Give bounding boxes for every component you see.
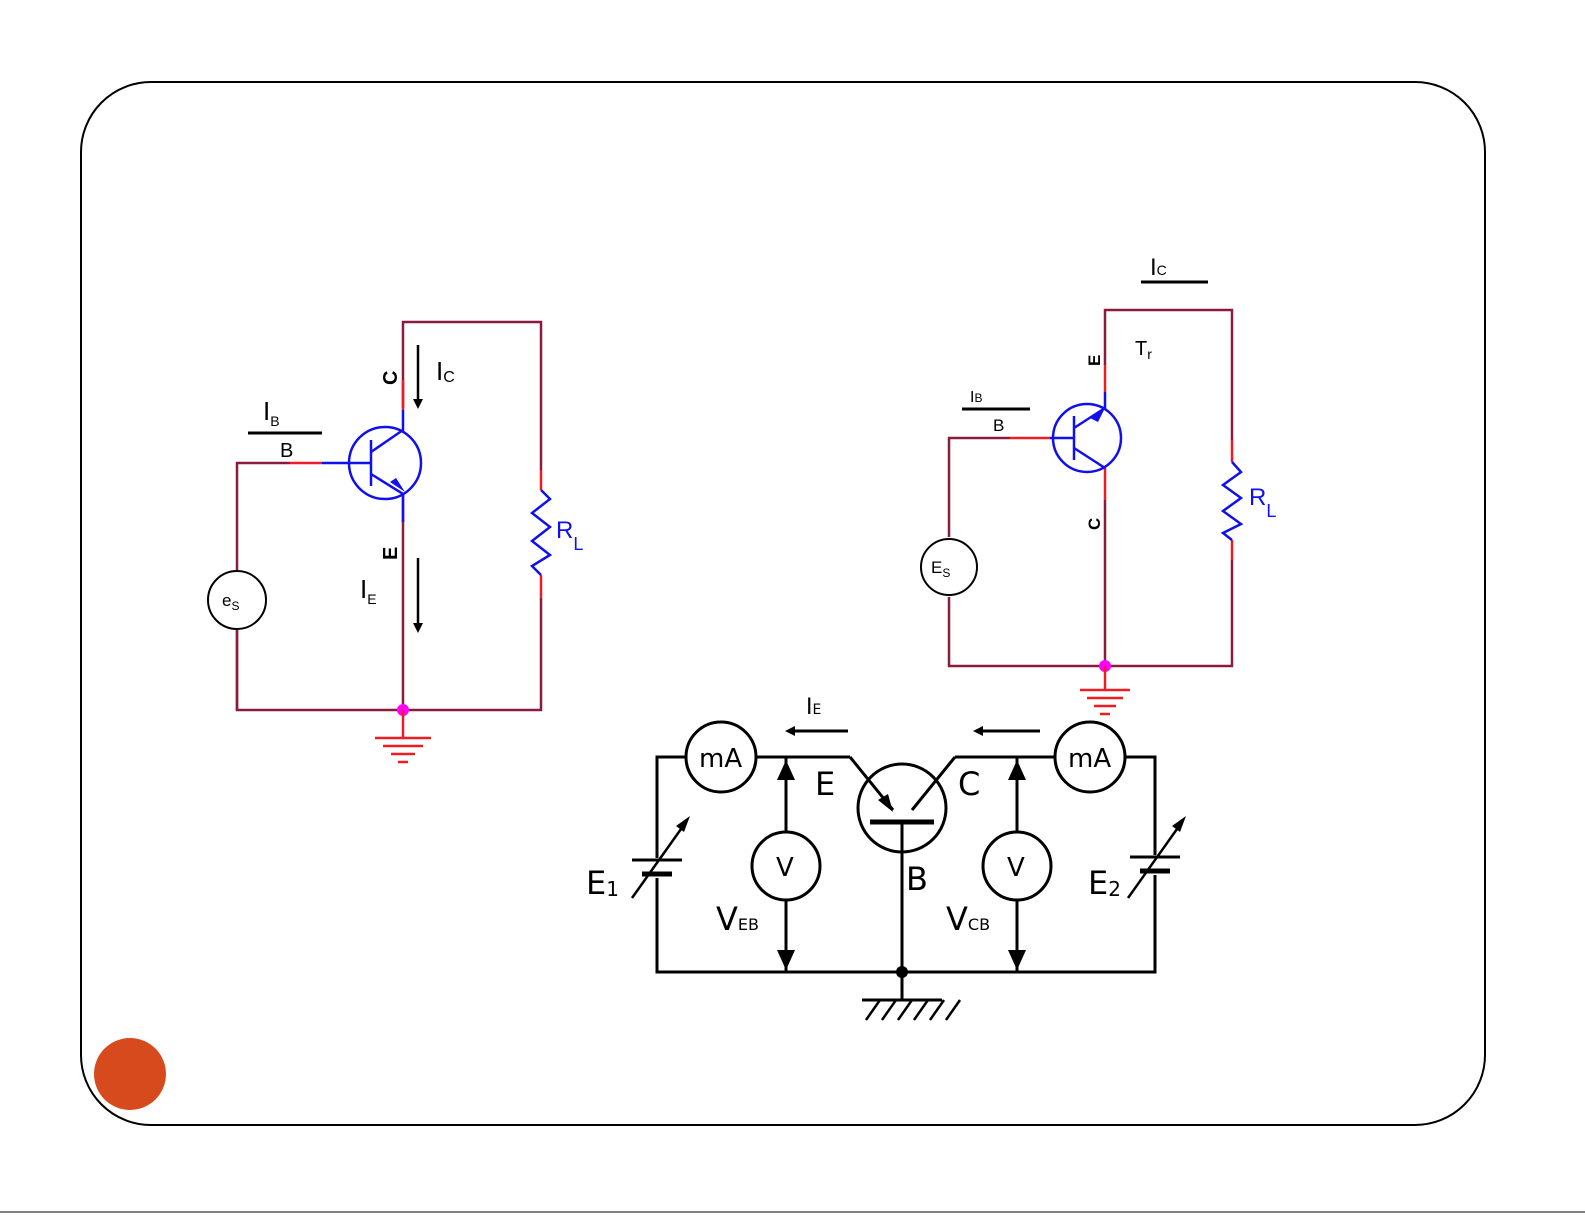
emitter-label-right: E: [1085, 355, 1104, 366]
base-current-label: IB: [263, 396, 280, 429]
battery-right-symbol: [1128, 816, 1186, 898]
voltmeter-right-label: V: [1007, 853, 1025, 883]
load-label-right: RL: [1249, 484, 1276, 521]
transistor-label: Tr: [1135, 338, 1152, 362]
ground-symbol-right: [1080, 666, 1130, 714]
collector-label-bottom: C: [958, 765, 980, 803]
npn-transistor-symbol: [322, 410, 421, 522]
base-current-label-right: IB: [970, 389, 982, 406]
circuit-common-emitter: eS IB B C IC E IE RL: [208, 322, 583, 762]
circuit-common-base: mA mA V V: [586, 695, 1186, 1020]
ammeter-left-label: mA: [699, 744, 742, 774]
v-eb-label: VEB: [716, 900, 759, 938]
emitter-current-label: IE: [360, 574, 377, 607]
voltmeter-left-label: V: [776, 853, 794, 883]
v-cb-label: VCB: [946, 900, 990, 938]
load-label: RL: [556, 517, 583, 554]
collector-current-label: IC: [436, 356, 455, 386]
emitter-current-label-bottom: IE: [806, 695, 821, 720]
emitter-label: E: [380, 547, 402, 560]
base-label-bottom: B: [906, 860, 928, 898]
supply-right-label: E2: [1088, 864, 1121, 902]
ammeter-right-label: mA: [1068, 744, 1111, 774]
collector-label-right: C: [1085, 518, 1104, 530]
top-current-label: IC: [1150, 254, 1167, 281]
battery-left-symbol: [632, 816, 690, 898]
supply-left-label: E1: [586, 864, 619, 902]
load-resistor-symbol-right: [1223, 462, 1241, 540]
transistor-symbol-right: [1050, 392, 1121, 472]
ground-symbol-bottom: [862, 972, 960, 1020]
slide-frame: [81, 82, 1485, 1125]
slide-bullet: [94, 1038, 166, 1110]
emitter-label-bottom: E: [815, 765, 835, 803]
circuit-common-collector: ES IC IB B E Tr C RL: [921, 254, 1276, 714]
base-label-right: B: [993, 416, 1004, 435]
base-label: B: [280, 440, 293, 462]
load-resistor-symbol: [532, 490, 550, 575]
ground-symbol: [375, 710, 431, 762]
collector-label: C: [380, 371, 402, 385]
